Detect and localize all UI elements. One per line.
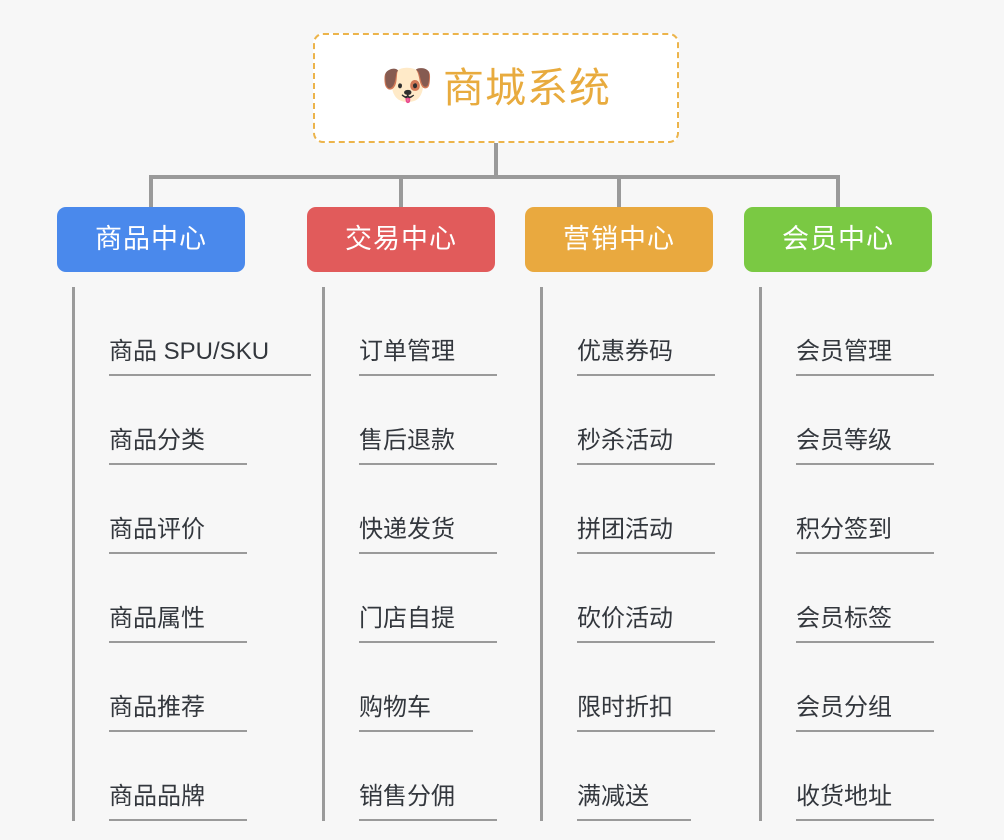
leaf-label: 会员分组 <box>796 696 934 732</box>
list-item[interactable]: 限时折扣 <box>543 643 715 732</box>
list-item[interactable]: 商品分类 <box>75 376 247 465</box>
leaf-label: 会员等级 <box>796 429 934 465</box>
connector-drop-4 <box>836 175 840 209</box>
list-item[interactable]: 砍价活动 <box>543 554 715 643</box>
leaf-label: 会员管理 <box>796 340 934 376</box>
root-title: 商城系统 <box>443 64 611 111</box>
category-header-marketing-center[interactable]: 营销中心 <box>525 207 713 272</box>
leaf-label: 销售分佣 <box>359 785 497 821</box>
leaf-label: 售后退款 <box>359 429 497 465</box>
list-item[interactable]: 商品品牌 <box>75 732 247 821</box>
leaf-label: 商品品牌 <box>109 785 247 821</box>
list-item[interactable]: 商品评价 <box>75 465 247 554</box>
list-item[interactable]: 会员分组 <box>762 643 934 732</box>
category-header-label: 会员中心 <box>782 224 894 254</box>
leaf-list-marketing-center: 优惠券码 秒杀活动 拼团活动 砍价活动 限时折扣 满减送 <box>540 287 715 821</box>
category-header-trade-center[interactable]: 交易中心 <box>307 207 495 272</box>
category-header-label: 交易中心 <box>345 224 457 254</box>
leaf-label: 商品 SPU/SKU <box>109 340 312 376</box>
list-item[interactable]: 积分签到 <box>762 465 934 554</box>
leaf-label: 快递发货 <box>359 518 497 554</box>
column-trade-center: 交易中心 订单管理 售后退款 快递发货 门店自提 购物车 销售分佣 <box>307 207 497 821</box>
category-header-label: 商品中心 <box>95 224 207 254</box>
list-item[interactable]: 订单管理 <box>325 287 497 376</box>
leaf-list-trade-center: 订单管理 售后退款 快递发货 门店自提 购物车 销售分佣 <box>322 287 497 821</box>
leaf-list-product-center: 商品 SPU/SKU 商品分类 商品评价 商品属性 商品推荐 商品品牌 <box>72 287 312 821</box>
category-header-product-center[interactable]: 商品中心 <box>57 207 245 272</box>
leaf-label: 优惠券码 <box>577 340 715 376</box>
list-item[interactable]: 满减送 <box>543 732 713 821</box>
column-member-center: 会员中心 会员管理 会员等级 积分签到 会员标签 会员分组 收货地址 <box>744 207 934 821</box>
leaf-label: 满减送 <box>577 785 691 821</box>
list-item[interactable]: 快递发货 <box>325 465 497 554</box>
list-item[interactable]: 购物车 <box>325 643 495 732</box>
root-node[interactable]: 🐶 商城系统 <box>313 33 679 143</box>
list-item[interactable]: 优惠券码 <box>543 287 715 376</box>
leaf-label: 限时折扣 <box>577 696 715 732</box>
leaf-label: 商品推荐 <box>109 696 247 732</box>
leaf-label: 商品评价 <box>109 518 247 554</box>
leaf-label: 收货地址 <box>796 785 934 821</box>
leaf-label: 砍价活动 <box>577 607 715 643</box>
list-item[interactable]: 销售分佣 <box>325 732 497 821</box>
leaf-list-member-center: 会员管理 会员等级 积分签到 会员标签 会员分组 收货地址 <box>759 287 934 821</box>
leaf-label: 积分签到 <box>796 518 934 554</box>
leaf-label: 门店自提 <box>359 607 497 643</box>
leaf-label: 秒杀活动 <box>577 429 715 465</box>
list-item[interactable]: 售后退款 <box>325 376 497 465</box>
list-item[interactable]: 秒杀活动 <box>543 376 715 465</box>
connector-drop-2 <box>399 175 403 209</box>
list-item[interactable]: 会员等级 <box>762 376 934 465</box>
column-product-center: 商品中心 商品 SPU/SKU 商品分类 商品评价 商品属性 商品推荐 商品品牌 <box>57 207 312 821</box>
dog-face-icon: 🐶 <box>381 61 434 108</box>
connector-drop-1 <box>149 175 153 209</box>
connector-root-stem <box>494 143 498 177</box>
list-item[interactable]: 会员标签 <box>762 554 934 643</box>
leaf-label: 购物车 <box>359 696 473 732</box>
connector-drop-3 <box>617 175 621 209</box>
list-item[interactable]: 拼团活动 <box>543 465 715 554</box>
leaf-label: 拼团活动 <box>577 518 715 554</box>
leaf-label: 商品分类 <box>109 429 247 465</box>
list-item[interactable]: 商品属性 <box>75 554 247 643</box>
leaf-label: 商品属性 <box>109 607 247 643</box>
list-item[interactable]: 收货地址 <box>762 732 934 821</box>
list-item[interactable]: 会员管理 <box>762 287 934 376</box>
category-header-member-center[interactable]: 会员中心 <box>744 207 932 272</box>
list-item[interactable]: 商品 SPU/SKU <box>75 287 312 376</box>
category-header-label: 营销中心 <box>563 224 675 254</box>
list-item[interactable]: 商品推荐 <box>75 643 247 732</box>
leaf-label: 会员标签 <box>796 607 934 643</box>
list-item[interactable]: 门店自提 <box>325 554 497 643</box>
column-marketing-center: 营销中心 优惠券码 秒杀活动 拼团活动 砍价活动 限时折扣 满减送 <box>525 207 715 821</box>
leaf-label: 订单管理 <box>359 340 497 376</box>
connector-horizontal-bus <box>149 175 840 179</box>
